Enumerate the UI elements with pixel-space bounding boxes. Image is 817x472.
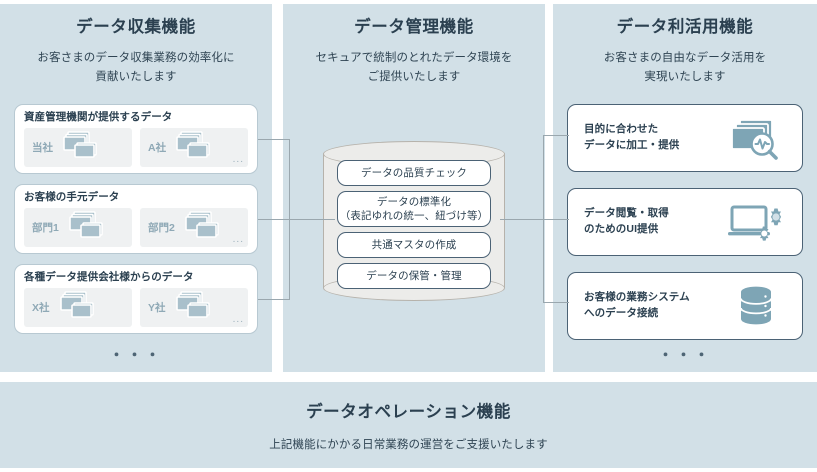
utilization-card-data-processing[interactable]: 目的に合わせた データに加工・提供 <box>567 104 803 172</box>
panel-utilization-subtitle-line2: 実現いたします <box>644 70 726 83</box>
panel-data-operation: データオペレーション機能 上記機能にかかる日常業務の運営をご支援いたします <box>0 382 817 468</box>
process-pill-label: データの品質チェック <box>361 166 467 179</box>
panel-collection-subtitle-line1: お客さまのデータ収集業務の効率化に <box>37 51 235 64</box>
source-box[interactable]: X社 <box>24 287 132 327</box>
stacked-documents-icon <box>170 290 214 325</box>
stacked-documents-icon <box>63 210 107 245</box>
process-pill-label-line1: データの標準化 <box>376 195 452 208</box>
process-pill-label: データの標準化 （表記ゆれの統一、紐づけ等） <box>340 195 488 223</box>
utilization-card-label: お客様の業務システム へのデータ接続 <box>568 290 709 322</box>
panel-utilization-subtitle-line1: お客さまの自由なデータ活用を <box>603 51 767 64</box>
utilization-card-label: 目的に合わせた データに加工・提供 <box>568 122 709 154</box>
source-box-label: A社 <box>148 141 167 154</box>
source-box[interactable]: 当社 <box>24 127 132 167</box>
connector-stub-collect-2 <box>258 299 290 300</box>
panel-collection-title: データ収集機能 <box>76 18 196 36</box>
laptop-gears-icon <box>709 199 802 245</box>
utilization-card-label-line1: お客様の業務システム <box>584 291 690 304</box>
utilization-card-label-line2: へのデータ接続 <box>584 307 659 319</box>
connector-stub-collect-0 <box>258 139 290 140</box>
source-card-asset-management[interactable]: 資産管理機関が提供するデータ 当社 <box>14 104 258 174</box>
panel-utilization-subtitle: お客さまの自由なデータ活用を 実現いたします <box>553 49 817 87</box>
process-pill-standardization[interactable]: データの標準化 （表記ゆれの統一、紐づけ等） <box>337 191 491 227</box>
data-magnifier-icon <box>709 115 802 161</box>
panel-operation-subtitle: 上記機能にかかる日常業務の運営をご支援いたします <box>269 439 548 451</box>
source-card-data-providers[interactable]: 各種データ提供会社様からのデータ X社 <box>14 264 258 334</box>
panel-management-subtitle-line1: セキュアで統制のとれたデータ環境を <box>315 51 513 64</box>
source-box-ellipsis: ... <box>232 313 244 325</box>
connector-stub-use-0 <box>543 135 569 136</box>
source-box-label: X社 <box>32 301 50 314</box>
process-pill-quality-check[interactable]: データの品質チェック <box>337 160 491 186</box>
source-box-group: X社 Y社 <box>15 284 257 327</box>
source-box[interactable]: 部門2 ... <box>140 207 248 247</box>
source-box-label: 部門1 <box>32 221 59 234</box>
panel-utilization-title: データ利活用機能 <box>616 18 754 36</box>
collection-more-ellipsis: ・・・ <box>108 347 163 364</box>
stacked-documents-icon <box>170 130 214 165</box>
source-card-customer-local-data[interactable]: お客様の手元データ 部門1 <box>14 184 258 254</box>
connector-collect-to-cylinder <box>289 219 335 220</box>
panel-management-subtitle: セキュアで統制のとれたデータ環境を ご提供いたします <box>283 49 545 87</box>
source-box-label: 当社 <box>32 141 53 154</box>
panel-data-utilization: データ利活用機能 お客さまの自由なデータ活用を 実現いたします 目的に合わせた … <box>553 4 817 372</box>
connector-stub-use-1 <box>543 219 569 220</box>
utilization-card-label-line1: 目的に合わせた <box>584 123 659 136</box>
utilization-card-ui-provision[interactable]: データ閲覧・取得 のためのUI提供 <box>567 188 803 256</box>
process-pill-master-creation[interactable]: 共通マスタの作成 <box>337 232 491 258</box>
panel-data-collection: データ収集機能 お客さまのデータ収集業務の効率化に 貢献いたします 資産管理機関… <box>0 4 272 372</box>
source-box[interactable]: 部門1 <box>24 207 132 247</box>
utilization-card-system-connection[interactable]: お客様の業務システム へのデータ接続 <box>567 272 803 340</box>
panel-data-management: データ管理機能 セキュアで統制のとれたデータ環境を ご提供いたします データの品… <box>283 4 545 372</box>
source-card-title: 各種データ提供会社様からのデータ <box>24 271 194 283</box>
panel-management-subtitle-line2: ご提供いたします <box>367 70 461 83</box>
utilization-more-ellipsis: ・・・ <box>657 347 712 364</box>
source-card-title: お客様の手元データ <box>24 191 120 203</box>
utilization-card-label-line2: データに加工・提供 <box>584 139 680 151</box>
database-stack-icon <box>709 283 802 329</box>
stacked-documents-icon <box>179 210 223 245</box>
panel-management-title: データ管理機能 <box>354 18 474 36</box>
process-pill-label: 共通マスタの作成 <box>371 238 457 251</box>
source-box-group: 当社 A社 <box>15 124 257 167</box>
source-box-ellipsis: ... <box>232 153 244 165</box>
utilization-card-label-line2: のためのUI提供 <box>584 223 659 235</box>
source-box-label: Y社 <box>148 301 166 314</box>
process-pill-label: データの保管・管理 <box>366 269 462 282</box>
panel-operation-title: データオペレーション機能 <box>306 403 511 421</box>
connector-stub-collect-1 <box>258 219 290 220</box>
utilization-card-label: データ閲覧・取得 のためのUI提供 <box>568 206 709 238</box>
process-pill-storage-management[interactable]: データの保管・管理 <box>337 263 491 289</box>
stacked-documents-icon <box>54 290 98 325</box>
source-card-title: 資産管理機関が提供するデータ <box>24 111 173 123</box>
connector-stub-use-2 <box>543 302 569 303</box>
source-box-ellipsis: ... <box>232 233 244 245</box>
panel-collection-subtitle-line2: 貢献いたします <box>95 70 177 83</box>
stacked-documents-icon <box>57 130 101 165</box>
database-cylinder-icon: データの品質チェック データの標準化 （表記ゆれの統一、紐づけ等） 共通マスタの… <box>323 141 505 301</box>
panel-collection-subtitle: お客さまのデータ収集業務の効率化に 貢献いたします <box>0 49 272 87</box>
source-box-label: 部門2 <box>148 221 175 234</box>
source-box[interactable]: A社 ... <box>140 127 248 167</box>
source-box[interactable]: Y社 ... <box>140 287 248 327</box>
source-box-group: 部門1 部門2 <box>15 204 257 247</box>
utilization-card-label-line1: データ閲覧・取得 <box>584 207 669 220</box>
process-pill-label-line2: （表記ゆれの統一、紐づけ等） <box>339 210 489 222</box>
connector-cylinder-to-use <box>500 219 544 220</box>
